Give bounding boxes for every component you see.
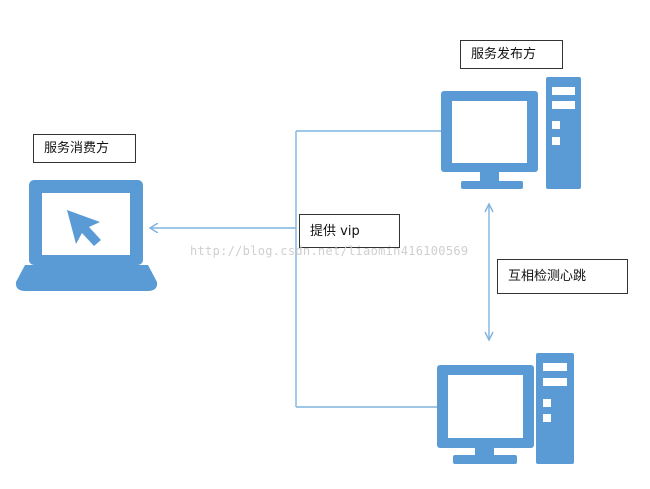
- consumer-label: 服务消费方: [33, 134, 136, 163]
- provider-top-computer-icon: [441, 77, 581, 189]
- heartbeat-label: 互相检测心跳: [497, 259, 628, 294]
- vip-label: 提供 vip: [299, 214, 400, 248]
- heartbeat-arrowhead-bottom: [484, 331, 494, 342]
- watermark-text: http://blog.csdn.net/liaomin416100569: [190, 244, 469, 258]
- provider-bottom-computer-icon: [437, 353, 574, 464]
- heartbeat-arrowhead-top: [484, 202, 494, 213]
- provider-label: 服务发布方: [460, 40, 563, 69]
- cursor-icon: [67, 210, 101, 246]
- consumer-laptop-icon: [15, 180, 158, 291]
